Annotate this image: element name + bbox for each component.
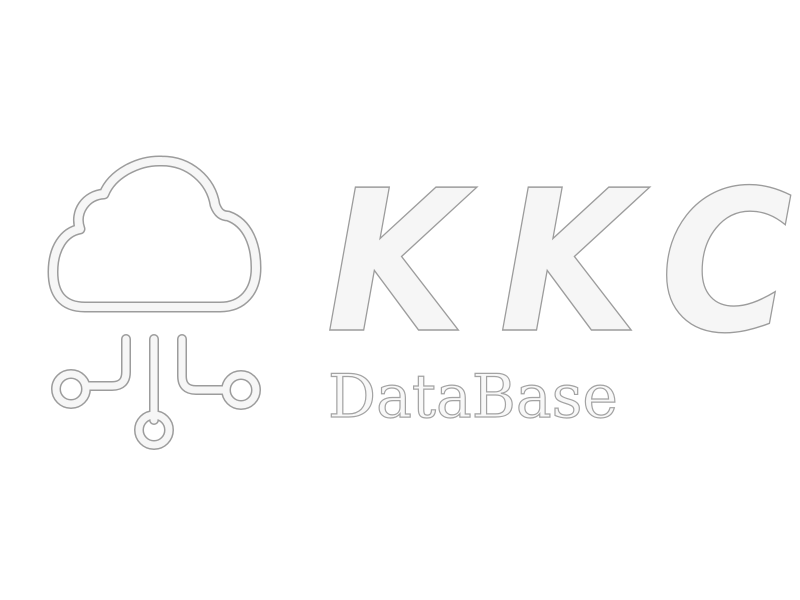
network-connectors — [56, 339, 256, 445]
brand-name: KKC — [325, 149, 800, 377]
cloud-outline — [53, 161, 256, 307]
brand-tagline: DataBase — [327, 362, 618, 432]
